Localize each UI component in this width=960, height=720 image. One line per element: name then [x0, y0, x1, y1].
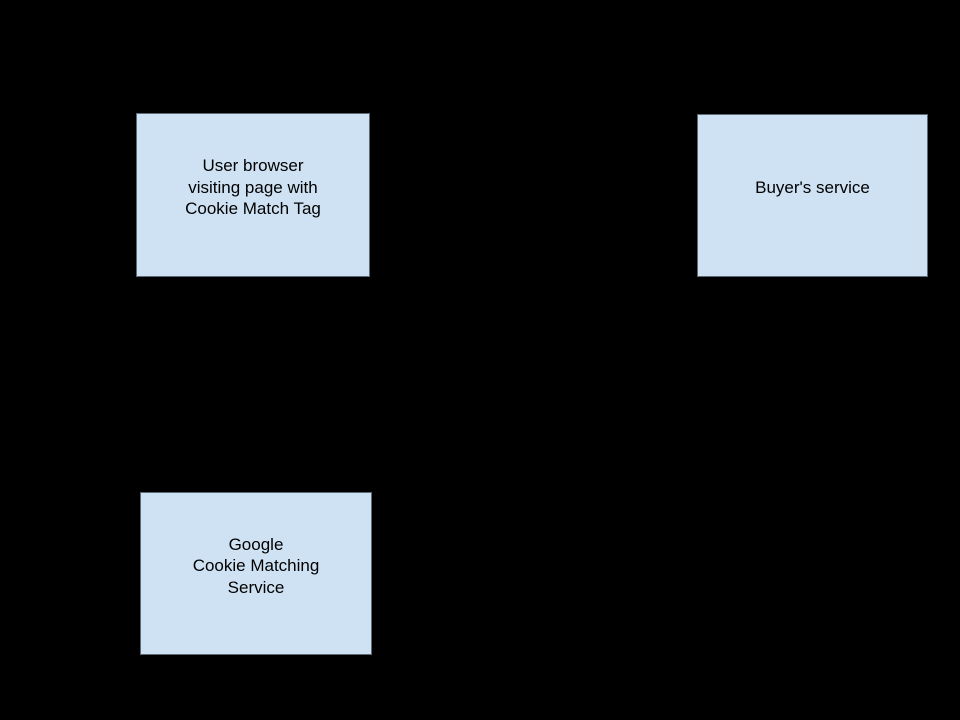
- node-google-cookie-matching-service-label: Google Cookie Matching Service: [193, 534, 320, 599]
- node-buyers-service-label: Buyer's service: [755, 177, 870, 199]
- node-user-browser-line-1: User browser: [202, 156, 304, 176]
- node-user-browser: User browser visiting page with Cookie M…: [136, 113, 370, 277]
- node-google-cms-line-2: Cookie Matching: [192, 556, 320, 576]
- node-google-cms-line-3: Service: [227, 577, 285, 597]
- node-buyers-service: Buyer's service: [697, 114, 928, 277]
- node-google-cms-line-1: Google: [228, 534, 284, 554]
- node-buyers-service-line-1: Buyer's service: [755, 178, 870, 198]
- node-user-browser-line-2: visiting page with: [188, 177, 318, 197]
- node-user-browser-label: User browser visiting page with Cookie M…: [185, 155, 321, 220]
- node-google-cookie-matching-service: Google Cookie Matching Service: [140, 492, 372, 655]
- node-user-browser-line-3: Cookie Match Tag: [185, 199, 321, 219]
